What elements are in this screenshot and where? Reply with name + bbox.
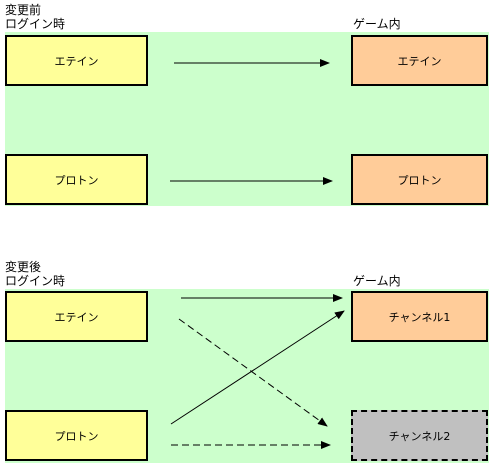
before-game-box-etein: エテイン — [351, 35, 488, 86]
after-login-header: ログイン時 — [5, 274, 66, 288]
after-login-box-etein: エテイン — [5, 291, 148, 342]
before-title: 変更前 — [5, 3, 42, 17]
before-game-box-proton: プロトン — [351, 154, 488, 205]
after-arrow-etein-channel2 — [178, 318, 328, 427]
after-title: 変更後 — [5, 260, 42, 274]
after-game-header: ゲーム内 — [353, 274, 401, 288]
before-login-header: ログイン時 — [5, 17, 66, 31]
before-login-box-etein: エテイン — [5, 35, 148, 86]
after-game-box-channel1: チャンネル1 — [351, 291, 488, 342]
after-game-box-channel2: チャンネル2 — [351, 410, 488, 461]
after-login-box-proton: プロトン — [5, 410, 148, 461]
before-game-header: ゲーム内 — [353, 17, 401, 31]
after-arrow-proton-channel1 — [170, 310, 345, 425]
before-login-box-proton: プロトン — [5, 154, 148, 205]
